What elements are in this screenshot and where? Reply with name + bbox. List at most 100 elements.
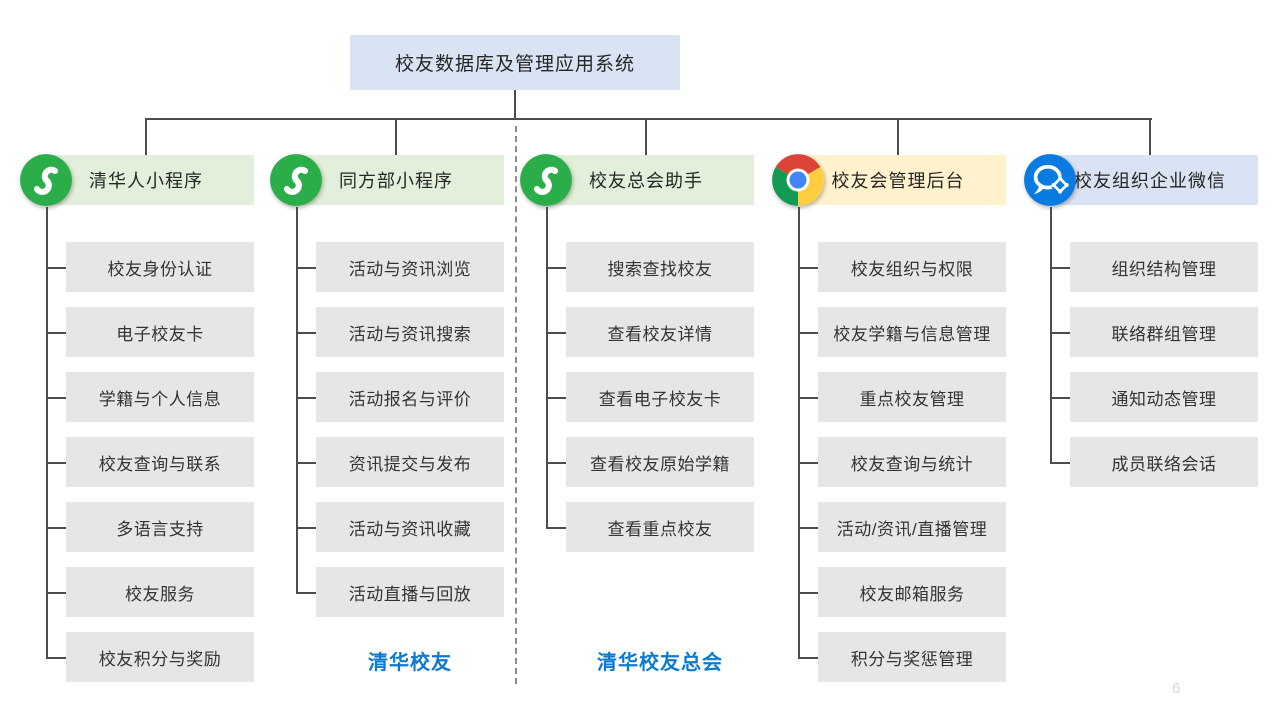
feature-item-box: 活动与资讯搜索 bbox=[316, 307, 504, 357]
feature-item-label: 校友查询与统计 bbox=[850, 454, 974, 474]
wechat-miniprogram-icon bbox=[19, 153, 73, 207]
top-rail-line bbox=[146, 118, 1152, 120]
item-stub-line bbox=[296, 332, 316, 334]
item-stub-line bbox=[296, 592, 316, 594]
feature-item-label: 活动/资讯/直播管理 bbox=[836, 519, 988, 539]
column-header: 校友总会助手 bbox=[538, 155, 754, 205]
branch-drop-line bbox=[1149, 118, 1151, 155]
feature-item-label: 查看校友原始学籍 bbox=[590, 454, 730, 474]
feature-item-box: 资讯提交与发布 bbox=[316, 437, 504, 487]
feature-item-label: 成员联络会话 bbox=[1111, 454, 1217, 474]
column-trunk-line bbox=[1050, 207, 1052, 462]
feature-item-label: 校友服务 bbox=[125, 584, 195, 604]
branch-drop-line bbox=[897, 118, 899, 155]
branch-drop-line bbox=[395, 118, 397, 155]
item-stub-line bbox=[546, 462, 566, 464]
column-header-label: 清华人小程序 bbox=[89, 171, 203, 191]
column-header: 同方部小程序 bbox=[288, 155, 504, 205]
item-stub-line bbox=[546, 332, 566, 334]
feature-item-label: 校友邮箱服务 bbox=[859, 584, 965, 604]
feature-item-box: 重点校友管理 bbox=[818, 372, 1006, 422]
feature-item-box: 校友邮箱服务 bbox=[818, 567, 1006, 617]
item-stub-line bbox=[296, 527, 316, 529]
feature-item-box: 查看校友原始学籍 bbox=[566, 437, 754, 487]
item-stub-line bbox=[296, 462, 316, 464]
column-header-label: 校友总会助手 bbox=[589, 171, 703, 191]
group-footer-label: 清华校友 bbox=[368, 652, 452, 674]
feature-item-box: 活动与资讯浏览 bbox=[316, 242, 504, 292]
column-header: 清华人小程序 bbox=[38, 155, 254, 205]
feature-item-label: 活动与资讯浏览 bbox=[348, 259, 472, 279]
column-header-label: 校友会管理后台 bbox=[831, 171, 965, 191]
feature-item-box: 成员联络会话 bbox=[1070, 437, 1258, 487]
feature-item-box: 查看电子校友卡 bbox=[566, 372, 754, 422]
feature-item-box: 通知动态管理 bbox=[1070, 372, 1258, 422]
feature-item-label: 重点校友管理 bbox=[859, 389, 965, 409]
feature-item-label: 活动与资讯搜索 bbox=[348, 324, 472, 344]
feature-item-box: 活动/资讯/直播管理 bbox=[818, 502, 1006, 552]
item-stub-line bbox=[46, 592, 66, 594]
feature-item-label: 活动直播与回放 bbox=[348, 584, 472, 604]
feature-item-box: 多语言支持 bbox=[66, 502, 254, 552]
dashed-separator-line bbox=[515, 126, 517, 684]
feature-item-box: 校友身份认证 bbox=[66, 242, 254, 292]
item-stub-line bbox=[46, 527, 66, 529]
item-stub-line bbox=[1050, 462, 1070, 464]
feature-item-label: 搜索查找校友 bbox=[607, 259, 713, 279]
item-stub-line bbox=[296, 267, 316, 269]
feature-item-label: 活动与资讯收藏 bbox=[348, 519, 472, 539]
feature-item-box: 校友查询与统计 bbox=[818, 437, 1006, 487]
feature-item-box: 查看校友详情 bbox=[566, 307, 754, 357]
feature-item-label: 校友学籍与信息管理 bbox=[833, 324, 991, 344]
feature-item-label: 资讯提交与发布 bbox=[348, 454, 472, 474]
feature-item-label: 联络群组管理 bbox=[1111, 324, 1217, 344]
item-stub-line bbox=[1050, 397, 1070, 399]
feature-item-box: 活动与资讯收藏 bbox=[316, 502, 504, 552]
column-trunk-line bbox=[546, 207, 548, 527]
item-stub-line bbox=[798, 657, 818, 659]
item-stub-line bbox=[798, 267, 818, 269]
feature-item-label: 校友查询与联系 bbox=[98, 454, 222, 474]
feature-item-box: 活动直播与回放 bbox=[316, 567, 504, 617]
branch-drop-line bbox=[645, 118, 647, 155]
item-stub-line bbox=[1050, 332, 1070, 334]
feature-item-label: 通知动态管理 bbox=[1111, 389, 1217, 409]
feature-item-label: 查看校友详情 bbox=[607, 324, 713, 344]
feature-item-box: 活动报名与评价 bbox=[316, 372, 504, 422]
feature-item-label: 组织结构管理 bbox=[1111, 259, 1217, 279]
feature-item-box: 搜索查找校友 bbox=[566, 242, 754, 292]
item-stub-line bbox=[46, 397, 66, 399]
feature-item-label: 校友身份认证 bbox=[107, 259, 213, 279]
feature-item-box: 积分与奖惩管理 bbox=[818, 632, 1006, 682]
item-stub-line bbox=[798, 527, 818, 529]
feature-item-label: 校友积分与奖励 bbox=[98, 649, 222, 669]
group-footer-label: 清华校友总会 bbox=[597, 652, 723, 674]
root-stem-line bbox=[514, 90, 516, 118]
feature-item-box: 组织结构管理 bbox=[1070, 242, 1258, 292]
page-number: 6 bbox=[1172, 680, 1181, 697]
feature-item-label: 活动报名与评价 bbox=[348, 389, 472, 409]
feature-item-label: 多语言支持 bbox=[116, 519, 204, 539]
feature-item-box: 联络群组管理 bbox=[1070, 307, 1258, 357]
column-header: 校友会管理后台 bbox=[790, 155, 1006, 205]
feature-item-box: 校友积分与奖励 bbox=[66, 632, 254, 682]
item-stub-line bbox=[798, 397, 818, 399]
feature-item-label: 校友组织与权限 bbox=[850, 259, 974, 279]
feature-item-label: 电子校友卡 bbox=[116, 324, 204, 344]
feature-item-box: 校友学籍与信息管理 bbox=[818, 307, 1006, 357]
wecom-icon bbox=[1023, 153, 1077, 207]
feature-item-box: 电子校友卡 bbox=[66, 307, 254, 357]
item-stub-line bbox=[798, 462, 818, 464]
column-trunk-line bbox=[296, 207, 298, 592]
root-title: 校友数据库及管理应用系统 bbox=[394, 54, 635, 75]
item-stub-line bbox=[798, 592, 818, 594]
feature-item-box: 校友组织与权限 bbox=[818, 242, 1006, 292]
feature-item-label: 查看电子校友卡 bbox=[598, 389, 722, 409]
column-trunk-line bbox=[798, 207, 800, 657]
feature-item-box: 校友查询与联系 bbox=[66, 437, 254, 487]
chrome-icon bbox=[771, 153, 825, 207]
item-stub-line bbox=[546, 267, 566, 269]
item-stub-line bbox=[798, 332, 818, 334]
item-stub-line bbox=[46, 332, 66, 334]
